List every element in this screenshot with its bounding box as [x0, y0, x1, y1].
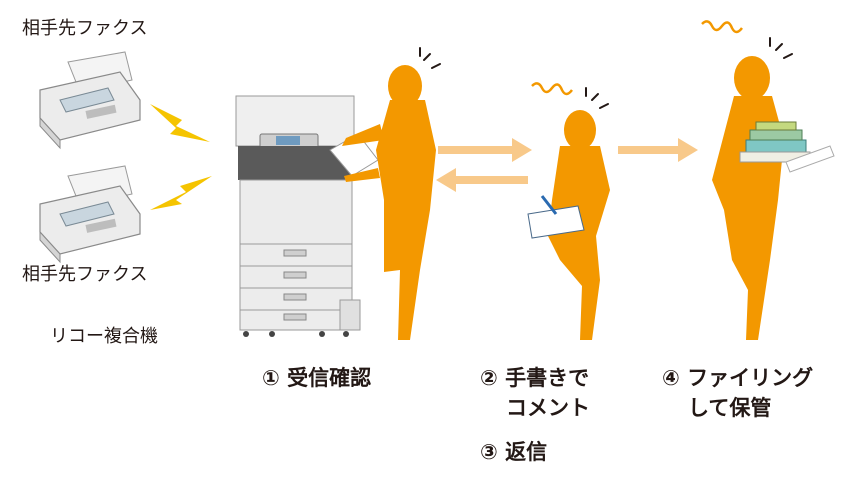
dizzy-swirl-icon — [531, 82, 573, 96]
fax-machine-icon — [39, 51, 141, 150]
arrow-right-icon — [438, 138, 532, 162]
fax-top-label: 相手先ファクス — [22, 18, 148, 39]
lightning-icon — [150, 104, 210, 142]
person-writing-figure — [548, 110, 610, 340]
arrow-left-icon — [436, 168, 528, 192]
clipboard-icon — [527, 205, 585, 239]
stress-lines-icon — [769, 37, 793, 59]
step-2-line-2: コメント — [506, 395, 590, 420]
stress-lines-icon — [585, 87, 609, 109]
multifunction-printer-icon — [235, 95, 361, 337]
step-1-label: ① 受信確認 — [262, 366, 372, 390]
step-4-line-2: して保管 — [688, 395, 772, 420]
book-stack-icon — [739, 121, 835, 173]
dizzy-swirl-icon — [701, 20, 743, 34]
step-4-line-1: ④ ファイリング — [662, 366, 814, 390]
person-receiving-figure — [342, 65, 436, 340]
pen-icon — [540, 195, 558, 215]
stress-lines-icon — [419, 47, 441, 69]
mfp-label: リコー複合機 — [50, 326, 158, 347]
step-3-label: ③ 返信 — [480, 440, 548, 464]
person-filing-figure — [712, 56, 784, 340]
arrow-right-icon — [618, 138, 698, 162]
step-4-label: ④ ファイリング して保管 — [662, 364, 813, 424]
step-2-line-1: ② 手書きで — [480, 366, 590, 390]
step-2-label: ② 手書きで コメント — [480, 364, 590, 424]
fax-machine-icon — [39, 165, 141, 264]
fax-bottom-label: 相手先ファクス — [22, 264, 148, 285]
lightning-icon — [150, 176, 212, 210]
